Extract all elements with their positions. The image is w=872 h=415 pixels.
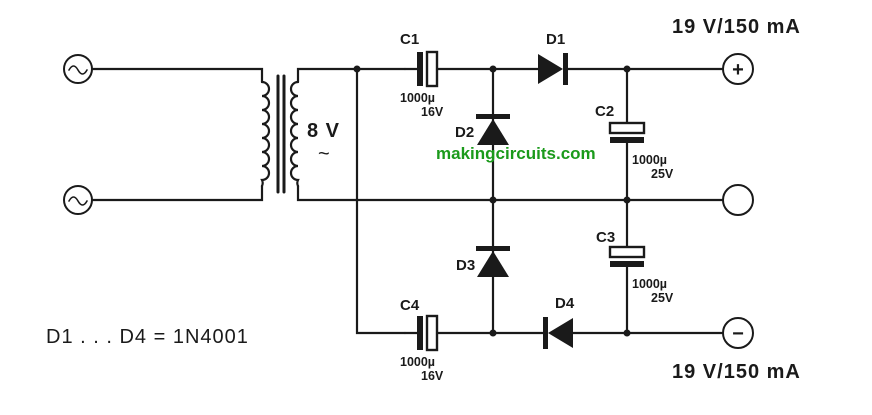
d4-label: D4: [555, 295, 575, 312]
c1-label: C1: [400, 31, 419, 48]
top-output-label: 19 V/150 mA: [672, 16, 801, 38]
output-terminal-negative: −: [722, 317, 754, 349]
c3-label: C3: [596, 229, 615, 246]
c2-label: C2: [595, 103, 614, 120]
ac-input-terminal-bottom: [63, 185, 93, 215]
primary-wire-top: [90, 67, 264, 84]
capacitor-c2: [608, 67, 646, 202]
capacitor-c3: [608, 198, 646, 335]
output-terminal-positive: +: [722, 53, 754, 85]
c4-voltage: 16V: [421, 369, 444, 383]
c4-label: C4: [400, 297, 420, 314]
transformer-primary-coil: [260, 80, 271, 188]
plus-symbol: +: [732, 59, 744, 81]
c2-value: 1000µ: [632, 153, 667, 167]
bottom-output-label: 19 V/150 mA: [672, 361, 801, 383]
diode-part-note: D1 . . . D4 = 1N4001: [46, 326, 249, 348]
c4-value: 1000µ: [400, 355, 435, 369]
watermark-text: makingcircuits.com: [436, 144, 596, 163]
capacitor-c4: [403, 314, 495, 352]
secondary-ac-symbol: ~: [318, 143, 331, 165]
c3-value: 1000µ: [632, 277, 667, 291]
output-terminal-common: [722, 184, 754, 216]
diode-d4: [491, 317, 724, 349]
minus-symbol: −: [732, 323, 744, 345]
transformer-secondary-coil: [289, 80, 300, 188]
diode-d3: [476, 246, 510, 277]
ac-input-terminal-top: [63, 54, 93, 84]
c1-voltage: 16V: [421, 105, 444, 119]
c4-feed-wire: [355, 67, 407, 335]
center-rail: [296, 184, 724, 202]
diode-d1: [491, 53, 724, 85]
d2-label: D2: [455, 124, 474, 141]
c1-value: 1000µ: [400, 91, 435, 105]
d3-label: D3: [456, 257, 475, 274]
junction-dot: [623, 329, 631, 337]
diode-d2: [476, 114, 510, 145]
transformer: [260, 74, 300, 194]
junction-dot: [353, 65, 361, 73]
primary-wire-bottom: [90, 184, 264, 202]
secondary-voltage-label: 8 V: [307, 120, 340, 142]
c2-voltage: 25V: [651, 167, 674, 181]
secondary-wire-top: [296, 67, 407, 84]
c3-voltage: 25V: [651, 291, 674, 305]
d1-label: D1: [546, 31, 565, 48]
capacitor-c1: [403, 50, 495, 88]
